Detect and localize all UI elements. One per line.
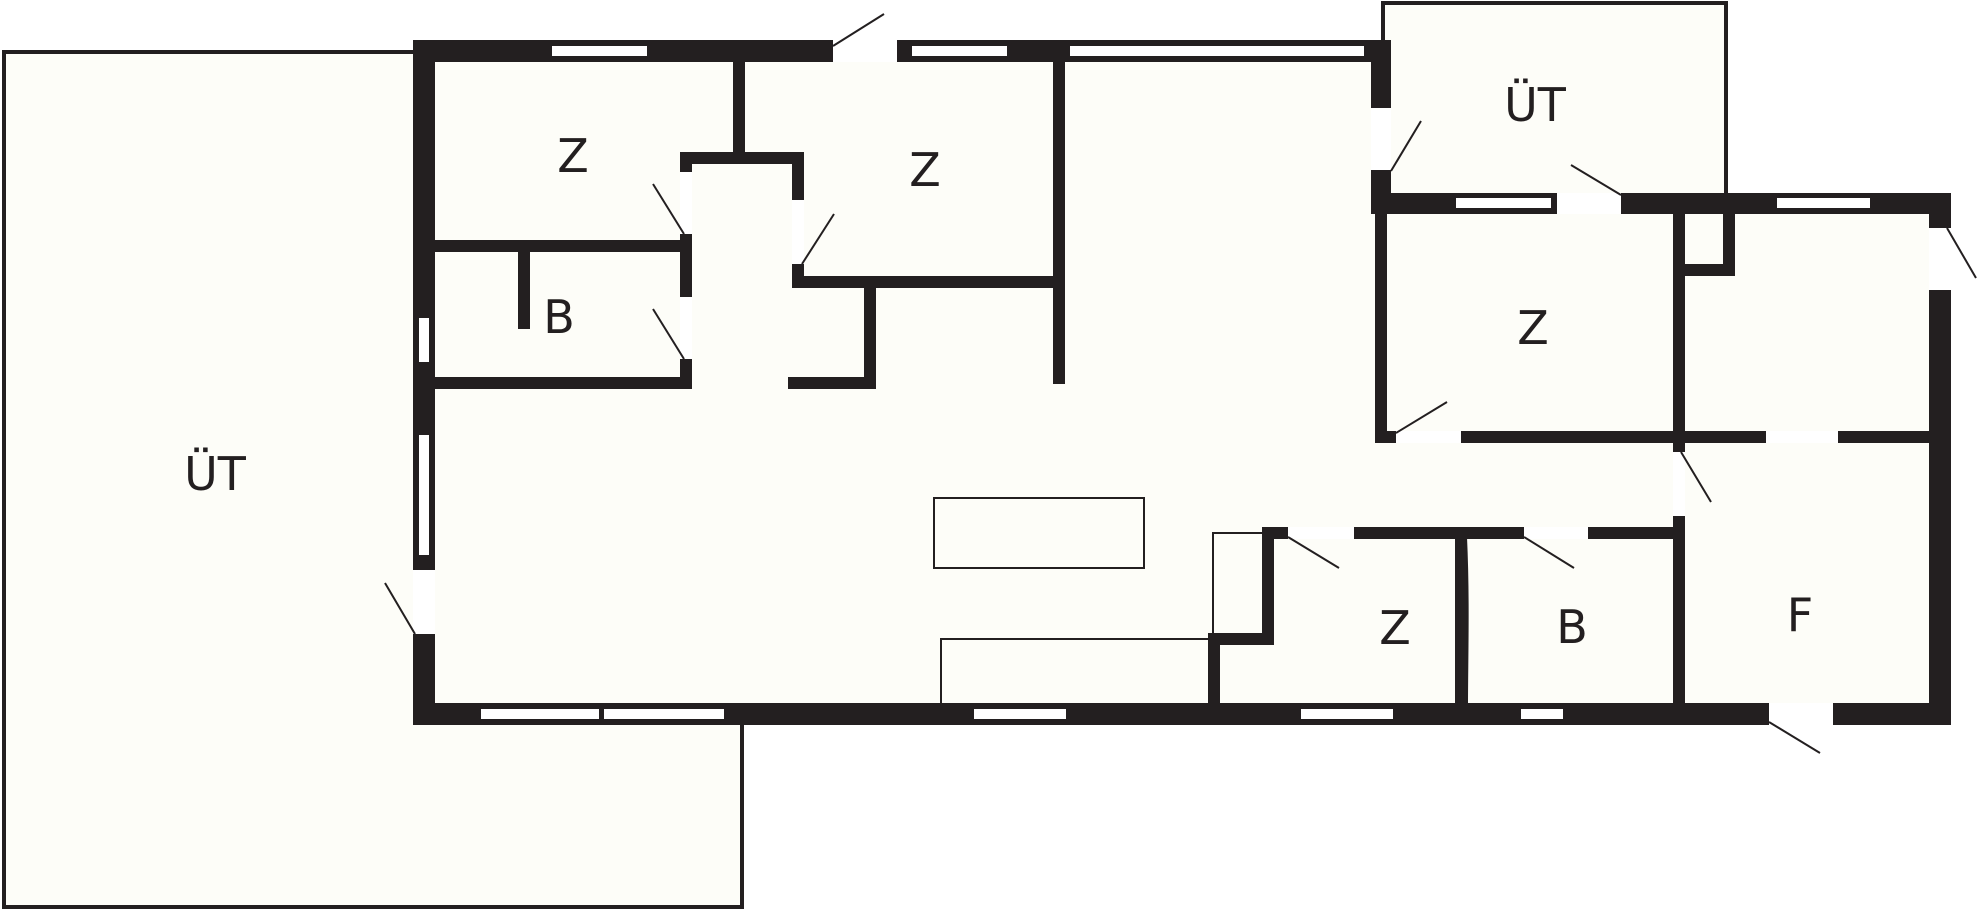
- label-room-right-upper: Z: [1517, 301, 1549, 355]
- label-room-bottom-right: F: [1787, 588, 1813, 642]
- terrace-top-right: [1381, 1, 1728, 205]
- closet-outline: [1212, 532, 1262, 633]
- label-room-top-left: Z: [557, 129, 589, 183]
- walls: [413, 40, 1951, 725]
- windows: [419, 46, 1870, 719]
- room-labels: ÜT ÜT Z Z B Z Z B F: [184, 78, 1813, 655]
- kitchen-island: [933, 497, 1145, 569]
- kitchen-counter: [940, 638, 1210, 703]
- door-openings: [413, 40, 1951, 725]
- built-in-fixtures: [933, 497, 1469, 706]
- label-terrace-top-right: ÜT: [1504, 78, 1567, 132]
- east-wing-upper-floor: [1375, 195, 1950, 441]
- house-interior: [415, 42, 1950, 724]
- label-room-bottom-middle: Z: [1379, 601, 1411, 655]
- partition-wall-bath: [1457, 536, 1469, 706]
- east-wing-lower-floor: [1375, 441, 1950, 724]
- label-bath-left: B: [543, 290, 575, 344]
- label-room-top-middle: Z: [909, 143, 941, 197]
- label-bath-right: B: [1556, 600, 1588, 654]
- label-terrace-left: ÜT: [184, 447, 247, 501]
- door-swings: [384, 13, 1977, 754]
